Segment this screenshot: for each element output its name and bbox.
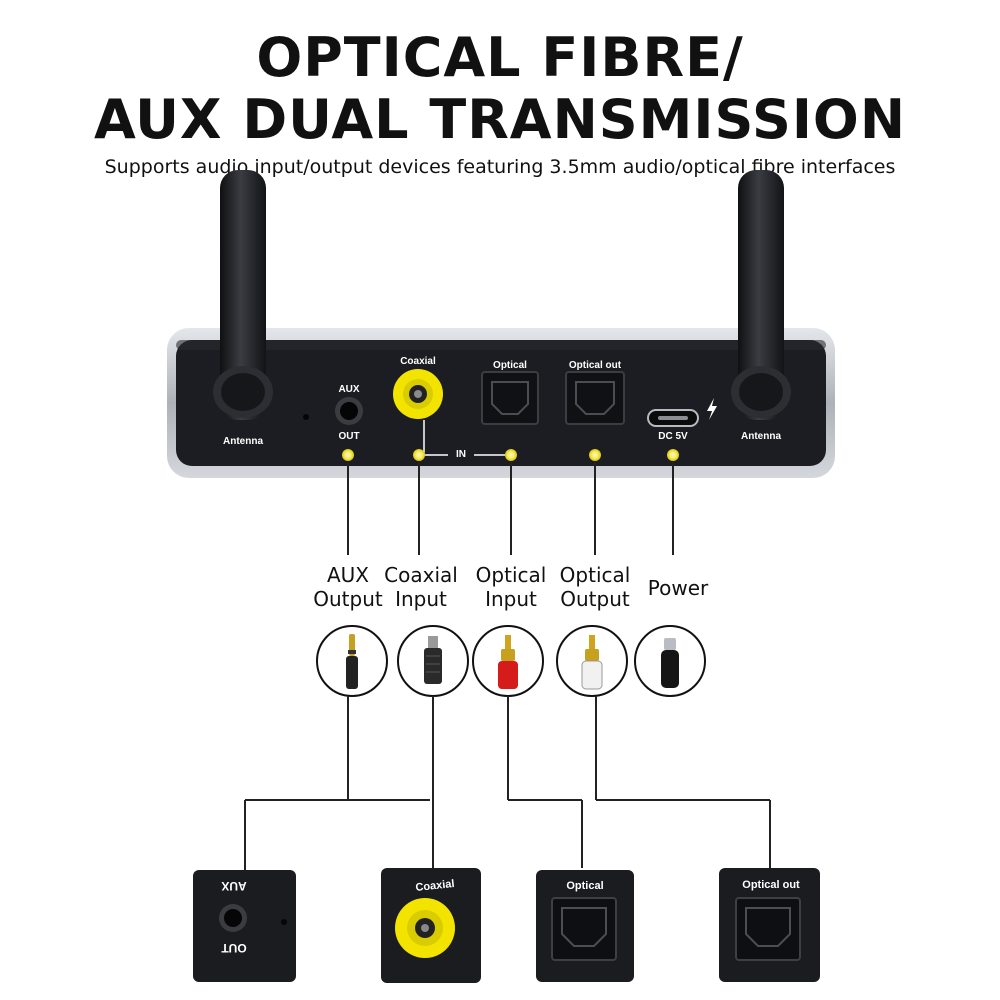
optical-panel-label: Optical — [493, 360, 527, 371]
port-label-line1: Power — [647, 576, 709, 600]
port-label-line2: Input — [395, 587, 447, 611]
reset-hole-icon — [303, 414, 309, 420]
port-label-line1: Optical — [475, 563, 547, 587]
port-label-line1: AUX — [326, 563, 370, 587]
leader-lines — [347, 462, 674, 555]
coaxial-panel-label: Coaxial — [400, 356, 436, 367]
closeup-aux-bottom-label: TUO — [221, 941, 247, 955]
coaxial-optical-in-connector — [423, 420, 505, 456]
aux-3.5mm-plug-icon — [346, 634, 358, 689]
antenna-right-label: Antenna — [741, 431, 781, 442]
antenna-left-icon — [213, 170, 273, 420]
closeup-optical-out-label: Optical out — [742, 879, 800, 891]
closeup-optical — [536, 870, 634, 982]
dc-panel-label: DC 5V — [658, 431, 688, 442]
routing-lines — [244, 696, 771, 872]
closeup-aux-top-label: XUA — [221, 879, 247, 893]
optical-in-port-icon — [481, 371, 539, 425]
port-label-optical-input: Optical Input — [470, 563, 552, 611]
power-led-dot — [667, 449, 679, 461]
port-label-line2: Output — [313, 587, 383, 611]
optical-out-port-icon — [565, 371, 625, 425]
port-label-optical-output: Optical Output — [553, 563, 637, 611]
port-label-aux-output: AUX Output — [308, 563, 388, 611]
coaxial-plug-icon — [424, 636, 442, 684]
optical-in-led-dot — [505, 449, 517, 461]
antenna-left-label: Antenna — [223, 436, 263, 447]
port-label-line1: Optical — [559, 563, 631, 587]
port-label-line2: Output — [560, 587, 630, 611]
coaxial-led-dot — [413, 449, 425, 461]
usb-c-plug-icon — [661, 638, 679, 688]
headline-line-1: OPTICAL FIBRE/ — [256, 26, 744, 89]
closeup-optical-label: Optical — [566, 880, 604, 892]
aux-led-dot — [342, 449, 354, 461]
power-bolt-icon — [707, 398, 717, 420]
closeup-coaxial — [381, 868, 481, 983]
optical-out-panel-label: Optical out — [568, 360, 622, 371]
subtitle: Supports audio input/output devices feat… — [104, 156, 896, 178]
closeup-aux — [193, 870, 296, 982]
port-label-coaxial-input: Coaxial Input — [381, 563, 461, 611]
port-label-line1: Coaxial — [384, 563, 458, 587]
optical-out-led-dot — [589, 449, 601, 461]
closeup-optical-out — [719, 868, 820, 982]
port-label-line2: Input — [485, 587, 537, 611]
aux-jack-icon — [335, 397, 363, 425]
white-rca-plug-icon — [581, 635, 603, 690]
port-label-power: Power — [640, 576, 716, 600]
headline-line-2: AUX DUAL TRANSMISSION — [93, 88, 907, 151]
aux-bottom-label: OUT — [338, 431, 360, 442]
antenna-right-icon — [731, 170, 791, 420]
red-rca-plug-icon — [498, 635, 518, 689]
in-label: IN — [456, 449, 466, 460]
coaxial-jack-icon — [393, 369, 443, 419]
usb-c-port-icon — [647, 409, 699, 427]
aux-top-label: AUX — [338, 384, 360, 395]
